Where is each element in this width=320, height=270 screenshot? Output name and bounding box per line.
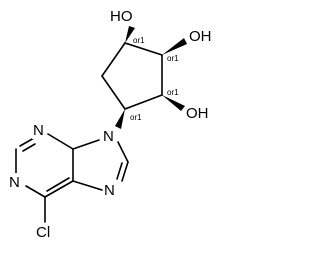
bond-c5-c1 — [101, 42, 126, 77]
atom-label-hydroxyl-c1: HO — [110, 8, 133, 25]
atom-labels: HO OH OH N N N N Cl — [8, 7, 212, 241]
bond-n1-c6 — [25, 185, 46, 198]
bond-c1-c2 — [124, 42, 163, 56]
atom-label-chlorine: Cl — [36, 224, 50, 241]
cyclopentane-ring — [101, 42, 163, 110]
bond-n3-c2 — [19, 137, 35, 147]
bond-c8-n7 — [121, 161, 129, 182]
wedge-c3-oh — [162, 95, 185, 111]
atom-label-hydroxyl-c3: OH — [186, 105, 209, 122]
bond-n9-c8 — [117, 141, 129, 163]
atom-label-n1: N — [9, 174, 20, 191]
stereo-labels: or1 or1 or1 or1 — [130, 36, 179, 122]
stereo-label-c4: or1 — [130, 113, 142, 122]
bond-c4-c5 — [101, 75, 126, 110]
bond-c3-c4 — [124, 94, 163, 110]
bond-c6-c5-inner — [46, 177, 70, 192]
bond-c4-n9 — [72, 139, 100, 150]
bond-c6-c5 — [44, 180, 74, 198]
atom-label-n7: N — [104, 182, 115, 199]
bond-c4-n3 — [47, 133, 74, 150]
bond-n7-c5 — [72, 180, 103, 191]
atom-label-hydroxyl-c2: OH — [189, 28, 212, 45]
stereo-label-c3: or1 — [167, 88, 179, 97]
chemical-structure: HO OH OH N N N N Cl or1 or1 or1 or1 — [8, 7, 212, 241]
bond-n3-c2-inner — [22, 143, 36, 152]
pyrimidine-ring — [15, 133, 100, 223]
imidazole-ring — [72, 141, 129, 191]
stereo-label-c2: or1 — [167, 54, 179, 63]
wedge-c2-oh — [162, 38, 187, 55]
wedge-bonds — [115, 26, 187, 129]
stereo-label-c1: or1 — [133, 36, 145, 45]
bond-c8-n7-inner — [116, 162, 123, 180]
atom-label-n9: N — [103, 128, 114, 145]
wedge-c4-n9 — [115, 109, 125, 129]
wedge-c1-oh — [125, 26, 135, 43]
atom-label-n3: N — [33, 122, 44, 139]
